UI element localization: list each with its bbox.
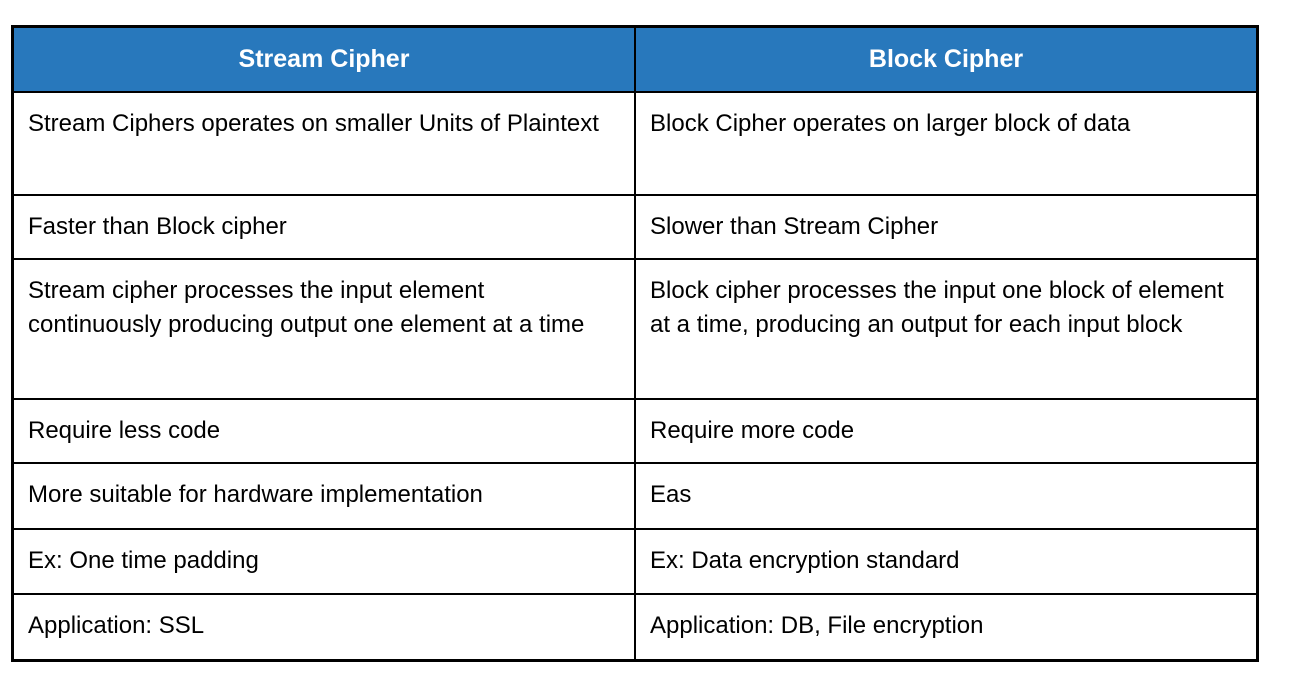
table-header: Stream Cipher Block Cipher [11, 25, 1259, 93]
cell-block-eas: Eas [634, 461, 1259, 530]
cell-block-slower: Slower than Stream Cipher [634, 193, 1259, 260]
cell-block-more-code: Require more code [634, 397, 1259, 464]
header-row: Stream Cipher Block Cipher [11, 25, 1259, 93]
table-row: Stream cipher processes the input elemen… [11, 257, 1259, 400]
cell-stream-hardware: More suitable for hardware implementatio… [11, 461, 636, 530]
cell-stream-less-code: Require less code [11, 397, 636, 464]
table-row: More suitable for hardware implementatio… [11, 461, 1259, 530]
cell-stream-processing: Stream cipher processes the input elemen… [11, 257, 636, 400]
cell-stream-example: Ex: One time padding [11, 527, 636, 595]
table-row: Require less code Require more code [11, 397, 1259, 464]
cell-block-processing: Block cipher processes the input one blo… [634, 257, 1259, 400]
cell-stream-faster: Faster than Block cipher [11, 193, 636, 260]
table-row: Application: SSL Application: DB, File e… [11, 592, 1259, 662]
cell-stream-application: Application: SSL [11, 592, 636, 662]
column-header-block-cipher: Block Cipher [634, 25, 1259, 93]
table-row: Faster than Block cipher Slower than Str… [11, 193, 1259, 260]
cell-block-example: Ex: Data encryption standard [634, 527, 1259, 595]
table-body: Stream Ciphers operates on smaller Units… [11, 90, 1259, 662]
column-header-stream-cipher: Stream Cipher [11, 25, 636, 93]
cell-block-larger: Block Cipher operates on larger block of… [634, 90, 1259, 196]
cell-stream-units: Stream Ciphers operates on smaller Units… [11, 90, 636, 196]
table-row: Ex: One time padding Ex: Data encryption… [11, 527, 1259, 595]
cell-block-application: Application: DB, File encryption [634, 592, 1259, 662]
table-row: Stream Ciphers operates on smaller Units… [11, 90, 1259, 196]
comparison-table: Stream Cipher Block Cipher Stream Cipher… [11, 25, 1259, 662]
